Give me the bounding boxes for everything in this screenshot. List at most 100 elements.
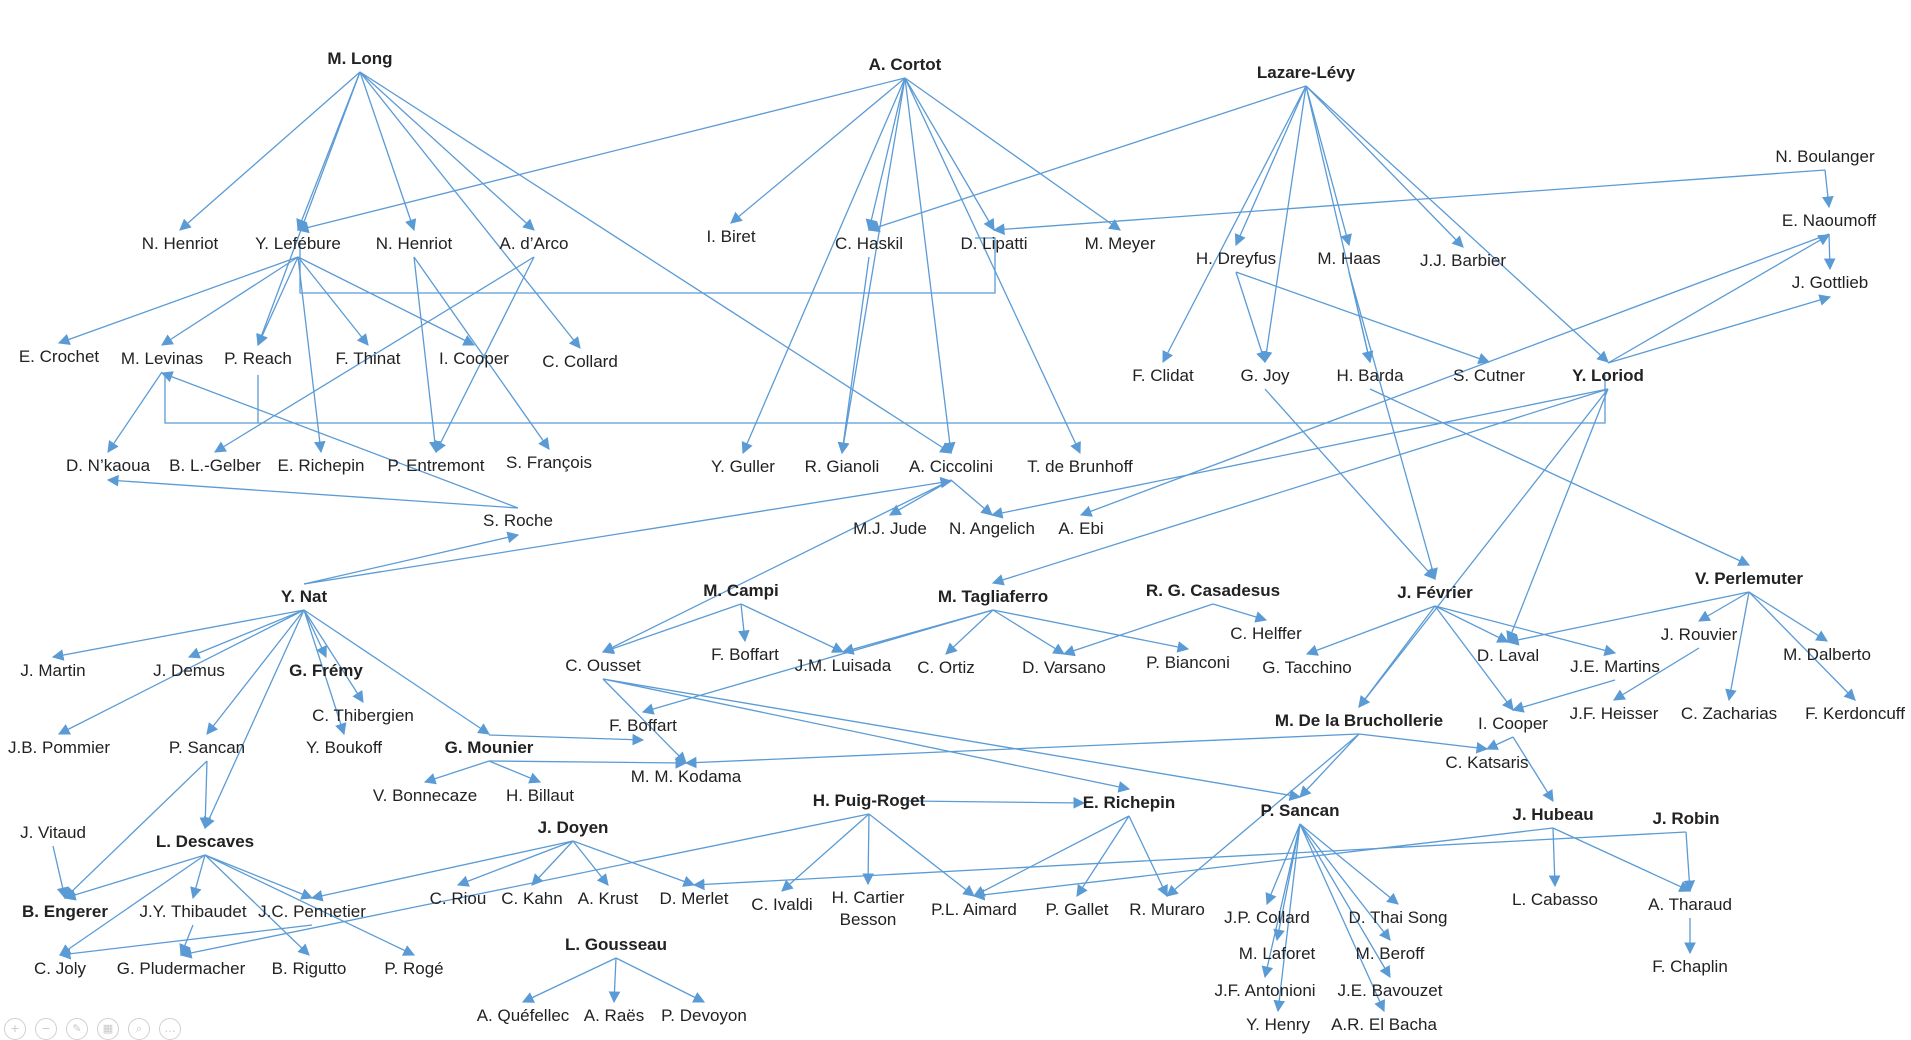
- edge-doyen-to-pennetier: [310, 840, 574, 902]
- edge-sancan1-to-engerer: [64, 760, 208, 899]
- node-m-de-la-bruchollerie-bruchollerie: M. De la Bruchollerie: [1275, 710, 1443, 732]
- node-j-c-pennetier-pennetier: J.C. Pennetier: [258, 901, 366, 923]
- edge-henriot2-to-francois: [413, 256, 550, 450]
- node-label: D. N’kaoua: [65, 456, 151, 475]
- node-d-laval-laval: D. Laval: [1477, 645, 1539, 667]
- node-label: V. Perlemuter: [1694, 569, 1804, 588]
- edge-loriod-to-bruchollerie: [1358, 388, 1609, 708]
- node-label: C. Helffer: [1230, 624, 1302, 643]
- node-label: C. Ousset: [565, 656, 641, 675]
- node-j-b-pommier-pommier: J.B. Pommier: [8, 737, 110, 759]
- node-t-de-brunhoff-brunhoff: T. de Brunhoff: [1027, 456, 1133, 478]
- node-h-barda-barda: H. Barda: [1336, 365, 1403, 387]
- edge-cortot-to-ciccolini: [904, 77, 956, 455]
- node-label: G. Mounier: [444, 738, 534, 757]
- edge-perlemuter-to-kerdoncuff: [1748, 591, 1856, 701]
- node-label: A. Raës: [583, 1006, 645, 1025]
- node-j-f-antonioni-antonioni: J.F. Antonioni: [1214, 980, 1315, 1002]
- edge-loriod-to-laval: [1506, 388, 1609, 644]
- edge-nat-to-pommier: [57, 609, 305, 735]
- node-label: A. Ebi: [1058, 519, 1104, 538]
- node-j-m-luisada-luisada: J.M. Luisada: [795, 655, 891, 677]
- node-label: G. Frémy: [289, 661, 363, 680]
- edge-long-to-ciccolini: [359, 71, 952, 454]
- node-c-kahn-kahn: C. Kahn: [501, 888, 562, 910]
- node-m-j-jude-jude: M.J. Jude: [853, 518, 927, 540]
- edge-descaves-to-rigutto: [204, 854, 310, 956]
- node-m-dalberto-dalberto: M. Dalberto: [1783, 644, 1871, 666]
- node-l-descaves-descaves: L. Descaves: [156, 831, 254, 853]
- node-label-line2: Besson: [839, 910, 897, 929]
- node-j-doyen-doyen: J. Doyen: [538, 817, 609, 839]
- node-n-boulanger-boulanger: N. Boulanger: [1775, 146, 1874, 168]
- node-label: T. de Brunhoff: [1027, 457, 1133, 476]
- node-b-l-gelber-gelber: B. L.-Gelber: [169, 455, 261, 477]
- node-label: M. Tagliaferro: [937, 587, 1049, 606]
- node-label: J. Hubeau: [1512, 805, 1594, 824]
- node-f-thinat-thinat: F. Thinat: [336, 348, 401, 370]
- node-label: M. Dalberto: [1783, 645, 1871, 664]
- node-label: F. Chaplin: [1652, 957, 1728, 976]
- node-j-fevrier-fevrier: J. Février: [1397, 582, 1473, 604]
- node-label: J. Gottlieb: [1791, 273, 1869, 292]
- node-a-tharaud-tharaud: A. Tharaud: [1648, 894, 1732, 916]
- zoom-out-icon[interactable]: −: [35, 1018, 57, 1040]
- edge-hubeau-to-cabasso: [1548, 827, 1561, 888]
- edge-levinas-to-nkaoua: [107, 371, 163, 453]
- node-a-d-arco-darco: A. d’Arco: [500, 233, 569, 255]
- node-r-muraro-muraro: R. Muraro: [1129, 899, 1205, 921]
- more-icon[interactable]: …: [159, 1018, 181, 1040]
- node-label: M. Campi: [703, 581, 779, 600]
- node-label: Y. Lefébure: [255, 234, 341, 253]
- node-label: E. Richepin: [1082, 793, 1176, 812]
- edge-group: [51, 71, 1856, 1013]
- edge-perlemuter-to-laval: [1506, 591, 1750, 646]
- edge-lazare-to-clidat: [1162, 85, 1307, 364]
- grid-icon[interactable]: ▦: [97, 1018, 119, 1040]
- edge-lazare-to-loriod: [1305, 85, 1609, 363]
- node-label: F. Kerdoncuff: [1805, 704, 1905, 723]
- zoom-in-icon[interactable]: +: [4, 1018, 26, 1040]
- edge-darco-to-gelber: [214, 256, 535, 453]
- node-label: P. Bianconi: [1146, 653, 1230, 672]
- edge-fevrier-to-jemartins: [1434, 605, 1617, 656]
- node-label: D. Lipatti: [960, 234, 1028, 253]
- node-label: P. Entremont: [387, 456, 485, 475]
- node-label: L. Gousseau: [564, 935, 668, 954]
- node-p-sancan-sancan1: P. Sancan: [169, 737, 245, 759]
- edge-gousseau-to-raes: [608, 957, 621, 1004]
- edge-lefebure-to-reach: [257, 256, 299, 347]
- node-label: A. Quéfellec: [476, 1006, 570, 1025]
- node-f-boffart-boffart1: F. Boffart: [711, 644, 779, 666]
- node-label: P. Sancan: [1260, 801, 1340, 820]
- edge-descaves-to-roge: [204, 854, 416, 956]
- edge-doyen-to-krust: [572, 840, 609, 886]
- node-label: M. Meyer: [1084, 234, 1156, 253]
- edge-long-to-darco: [359, 71, 535, 231]
- node-j-e-martins-jemartins: J.E. Martins: [1570, 656, 1660, 678]
- edge-gousseau-to-devoyon: [615, 957, 706, 1003]
- node-e-naoumoff-naoumoff: E. Naoumoff: [1782, 210, 1876, 232]
- node-y-guller-guller: Y. Guller: [711, 456, 775, 478]
- node-label: V. Bonnecaze: [372, 786, 478, 805]
- node-label: C. Joly: [34, 959, 86, 978]
- node-label: C. Haskil: [834, 234, 904, 253]
- edge-lefebure-to-crochet: [57, 256, 299, 345]
- node-label: J.J. Barbier: [1420, 251, 1506, 270]
- node-g-mounier-mounier: G. Mounier: [445, 737, 534, 759]
- edge-descaves-to-pennetier: [204, 854, 314, 900]
- node-label: R. Gianoli: [804, 457, 880, 476]
- edge-puigroget-to-pludermacher: [179, 813, 870, 959]
- node-h-puig-roget-puigroget: H. Puig-Roget: [813, 790, 925, 812]
- node-e-richepin-richepin1: E. Richepin: [278, 455, 365, 477]
- pen-icon[interactable]: ✎: [66, 1018, 88, 1040]
- node-label: B. L.-Gelber: [169, 456, 261, 475]
- node-b-rigutto-rigutto: B. Rigutto: [272, 958, 347, 980]
- edge-dreyfus-to-cutner: [1235, 271, 1491, 364]
- node-s-roche-roche: S. Roche: [483, 510, 553, 532]
- edge-ousset-to-sancan2: [602, 678, 1302, 802]
- node-label: Y. Nat: [280, 587, 328, 606]
- node-label: S. François: [506, 453, 592, 472]
- node-c-katsaris-katsaris: C. Katsaris: [1445, 752, 1528, 774]
- search-icon[interactable]: ⌕: [128, 1018, 150, 1040]
